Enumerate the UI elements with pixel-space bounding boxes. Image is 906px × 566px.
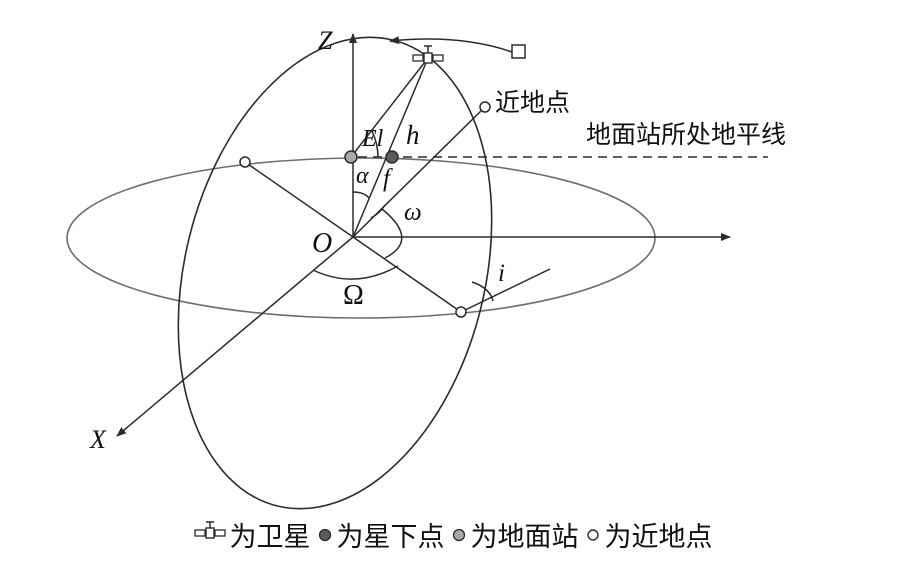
station-satellite-line <box>350 57 429 158</box>
perigee-dot-icon <box>585 519 601 550</box>
legend-item-satellite: 为卫星 <box>193 515 311 554</box>
legend-subpoint-text: 为星下点 <box>336 521 445 553</box>
ascending-node-point <box>239 156 251 168</box>
perigee-point <box>479 101 491 113</box>
motion-arrow <box>389 36 513 53</box>
descending-node-point <box>455 306 467 318</box>
orbit-ellipse <box>177 36 493 510</box>
legend: 为卫星 为星下点 为地面站 为近地点 <box>0 512 906 556</box>
omega-big-arc <box>312 265 399 280</box>
height-label: h <box>406 120 420 150</box>
legend-perigee-text: 为近地点 <box>604 521 713 553</box>
elevation-label: El <box>361 126 384 152</box>
inclination-label: i <box>498 260 505 287</box>
legend-item-subpoint: 为星下点 <box>317 515 445 554</box>
inclination-arc <box>471 281 494 302</box>
f-arc <box>370 204 386 219</box>
motion-square <box>511 44 526 59</box>
alpha-label: α <box>356 163 369 189</box>
satellite-icon <box>193 519 226 550</box>
legend-item-perigee: 为近地点 <box>585 515 713 554</box>
omega-small-arc <box>381 208 403 259</box>
ground-station-point <box>344 150 358 164</box>
omega-small-label: ω <box>404 199 422 226</box>
ground-station-dot-icon <box>451 519 467 550</box>
elevation-arc <box>371 130 379 158</box>
x-axis <box>116 236 354 437</box>
equatorial-plane-ellipse <box>66 157 656 319</box>
z-axis-label: Z <box>318 26 333 55</box>
satellite-radius-line <box>352 57 429 238</box>
horizon-label: 地面站所处地平线 <box>586 120 786 149</box>
inclination-reference-line <box>460 268 551 313</box>
legend-ground-station-text: 为地面站 <box>470 521 579 553</box>
satellite-icon <box>412 45 444 64</box>
subpoint-dot-icon <box>317 519 333 550</box>
x-axis-label: X <box>89 425 107 454</box>
legend-item-ground-station: 为地面站 <box>451 515 579 554</box>
perigee-label: 近地点 <box>495 88 570 117</box>
origin-label: O <box>312 228 332 259</box>
f-label: f <box>383 165 393 192</box>
legend-satellite-text: 为卫星 <box>229 521 311 553</box>
alpha-arc <box>352 191 370 199</box>
omega-big-label: Ω <box>343 280 364 311</box>
subsatellite-point <box>385 150 399 164</box>
